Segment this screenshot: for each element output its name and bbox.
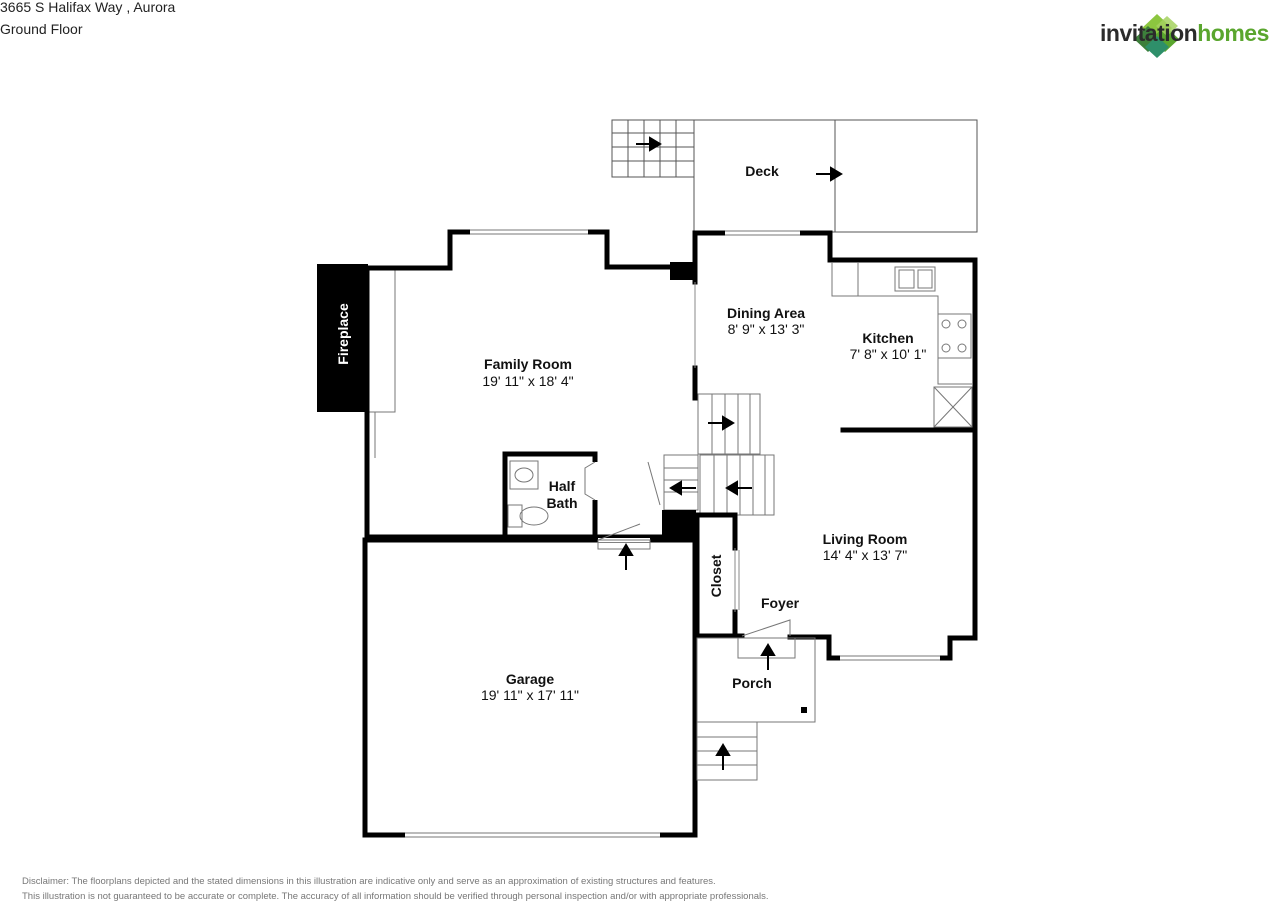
closet-label: Closet [708,554,724,597]
fireplace-label: Fireplace [335,303,351,365]
floor-label: Ground Floor [0,21,83,37]
family-room-label: Family Room [484,356,572,372]
invitation-homes-logo-icon [1134,14,1179,58]
arrow-icon [708,415,735,431]
direction-arrows [618,136,843,770]
foyer-label: Foyer [761,595,800,611]
deck-label: Deck [745,163,779,179]
family-room-dims: 19' 11" x 18' 4" [482,373,573,389]
deck [611,119,978,233]
main-staircase [647,393,775,516]
arrow-icon [715,743,731,770]
half-bath-fixtures [507,460,596,528]
fireplace [317,264,368,412]
arrow-icon [618,543,634,570]
kitchen-label: Kitchen [862,330,913,346]
disclaimer-line-1: Disclaimer: The floorplans depicted and … [22,876,716,887]
property-address: 3665 S Halifax Way , Aurora [0,0,176,15]
logo-word-homes: homes [1197,20,1269,46]
kitchen-counters [831,262,973,428]
arrow-icon [636,136,662,152]
half-bath-label-1: Half [549,478,576,494]
porch-label: Porch [732,675,772,691]
half-bath-label-2: Bath [546,495,577,511]
logo-word-invitation: invitation [1100,20,1198,46]
living-room-dims: 14' 4" x 13' 7" [823,547,908,563]
hearth [367,267,396,413]
dining-area-dims: 8' 9" x 13' 3" [728,321,805,337]
garage-dims: 19' 11" x 17' 11" [481,687,579,703]
closet-walls [694,512,745,639]
arrow-icon [725,480,752,496]
half-bath-walls [502,451,598,537]
arrow-icon [760,643,776,670]
logo-wordmark: invitationhomes [1100,20,1269,47]
kitchen-dims: 7' 8" x 10' 1" [850,346,927,362]
dining-kitchen-walls [692,230,978,661]
arrow-icon [669,480,696,496]
dining-area-label: Dining Area [727,305,805,321]
arrow-icon [816,166,843,182]
living-room-label: Living Room [823,531,908,547]
disclaimer-line-2: This illustration is not guaranteed to b… [22,891,769,902]
garage-label: Garage [506,671,554,687]
porch [696,637,816,781]
